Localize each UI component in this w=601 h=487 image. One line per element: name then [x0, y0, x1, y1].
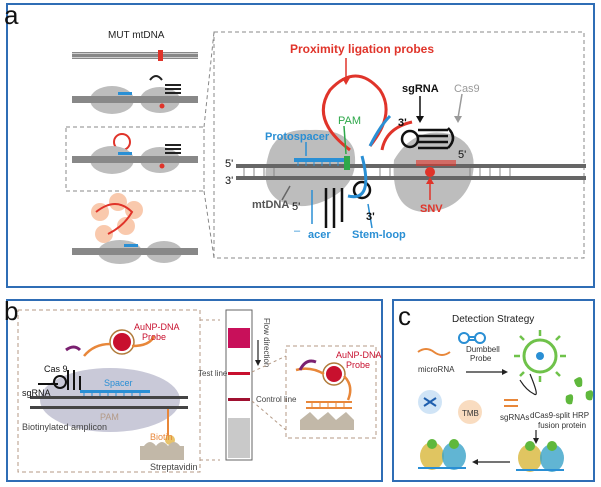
- stem-loop-label: Stem-loop: [352, 229, 406, 241]
- dumbbell-probe-label: Probe: [470, 354, 492, 363]
- five-prime-label-3: 5': [292, 201, 300, 213]
- microrna-label: microRNA: [418, 365, 455, 374]
- lateral-flow-strip: [225, 309, 261, 461]
- proximity-probes-label: Proximity ligation probes: [290, 42, 434, 56]
- probe-label-b1: Probe: [142, 332, 166, 342]
- zoom-source-box: [65, 126, 205, 192]
- tmb-label: TMB: [462, 409, 479, 418]
- panel-b-zoom-box: [17, 309, 201, 473]
- flow-direction-label: Flow direction: [262, 318, 271, 367]
- complex-right: [516, 441, 564, 472]
- spacer-label: Spacer: [104, 378, 133, 388]
- tmb-oxidized: [418, 390, 482, 424]
- biotin-label: Biotin: [150, 432, 173, 442]
- aunp-probe-label-b2: AuNP-DNA: [336, 350, 382, 360]
- rca-product: [514, 330, 566, 382]
- dumbbell-label: Dumbbell: [466, 345, 500, 354]
- test-line-label: Test line: [198, 369, 228, 378]
- three-prime-label-1: 3': [398, 117, 407, 129]
- panel-a-label: a: [4, 0, 19, 30]
- panel-a-figure: MUT mtDNA: [65, 30, 586, 264]
- five-prime-label-1: 5': [225, 158, 233, 170]
- aunp-probe-label-b1: AuNP-DNA: [134, 322, 180, 332]
- mtdna-label: mtDNA: [252, 199, 289, 211]
- pam-label-a: PAM: [338, 115, 361, 127]
- sgrna-label-b: sgRNA: [22, 388, 51, 398]
- mut-dna-bar: [72, 50, 198, 61]
- panel-b-label: b: [4, 296, 19, 326]
- protospacer-label: Protospacer: [265, 131, 330, 143]
- fusion-label-2: fusion protein: [538, 421, 586, 430]
- zoom-detail-box: [213, 31, 585, 259]
- pam-label-b: PAM: [100, 412, 119, 422]
- dash-label: –: [294, 225, 301, 237]
- fusion-label-1: dCas9-split HRP: [530, 411, 589, 420]
- streptavidin-label: Streptavidin: [150, 462, 198, 472]
- probe-label-b2: Probe: [346, 360, 370, 370]
- complex-step-3-amplified: [72, 193, 198, 264]
- complex-step-1: [72, 75, 198, 114]
- sgrnas-label: sgRNAs: [500, 413, 529, 422]
- detection-strategy-title: Detection Strategy: [452, 314, 534, 325]
- acer-label: acer: [308, 229, 331, 241]
- complex-step-2: [72, 133, 198, 174]
- complex-left: [418, 439, 466, 470]
- cas9-label-a: Cas9: [454, 83, 480, 95]
- snv-label: SNV: [420, 203, 443, 215]
- sgrna-label-a: sgRNA: [402, 83, 439, 95]
- three-prime-label-3: 3': [366, 211, 375, 223]
- panel-c-label: c: [398, 301, 411, 331]
- bioamp-label: Biotinylated amplicon: [22, 422, 107, 432]
- cas9-label-b: Cas 9: [44, 364, 68, 374]
- dumbbell-probe: [458, 332, 486, 344]
- mut-mtdna-title: MUT mtDNA: [108, 30, 165, 41]
- panel-b-right-box: [285, 345, 377, 439]
- zoom-detail: [236, 58, 586, 229]
- three-prime-label-2: 3': [225, 175, 233, 187]
- five-prime-label-2: 5': [458, 149, 466, 161]
- control-line-label: Control line: [256, 395, 297, 404]
